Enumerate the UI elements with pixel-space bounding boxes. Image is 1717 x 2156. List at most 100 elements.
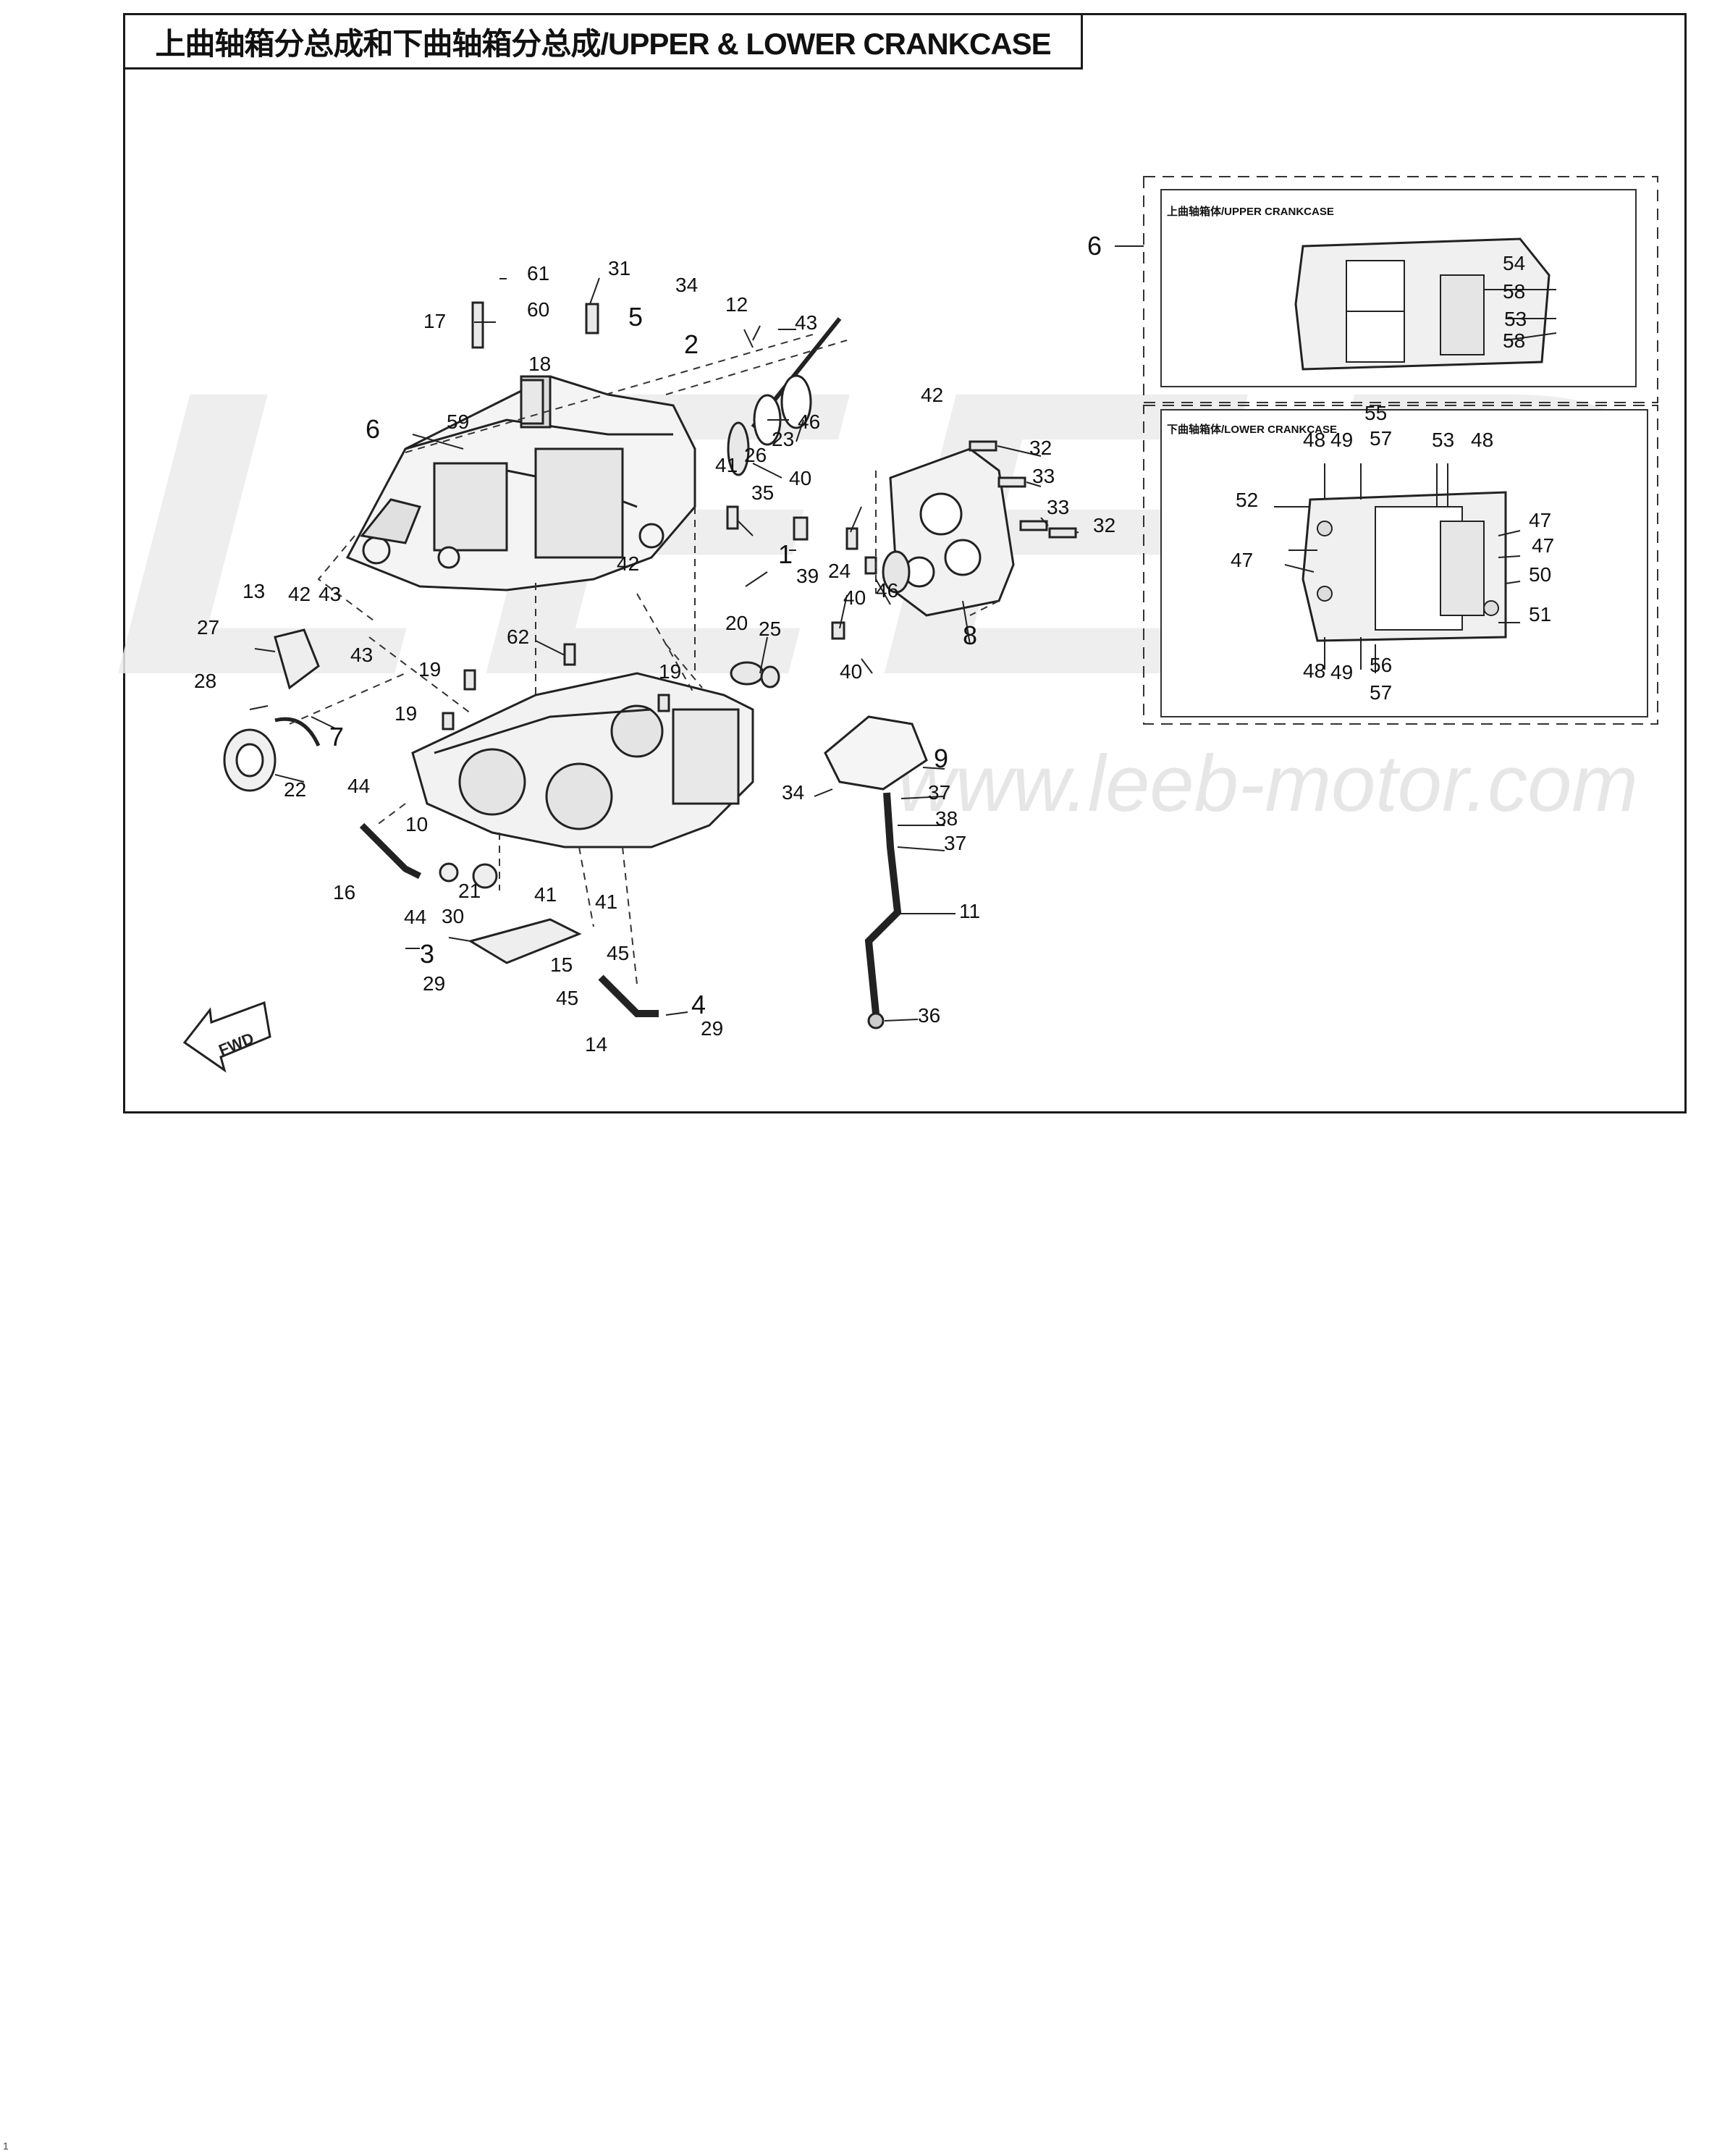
callout-41-2: 41 xyxy=(534,883,557,906)
callout-43: 43 xyxy=(318,583,341,605)
callout-19-2: 19 xyxy=(395,702,417,725)
callout-37-2: 37 xyxy=(944,832,966,854)
callout-12: 12 xyxy=(725,293,748,316)
callout-1: 1 xyxy=(778,539,793,569)
inset-upper-crankcase: 上曲轴箱体/UPPER CRANKCASE xyxy=(1115,176,1658,403)
callout-43-2: 43 xyxy=(795,311,817,334)
callout-35: 35 xyxy=(751,481,774,504)
callout-25: 25 xyxy=(759,618,781,640)
callout-36: 36 xyxy=(918,1004,940,1027)
callout-26: 26 xyxy=(744,444,767,466)
callout-3: 3 xyxy=(420,939,434,969)
callout-53: 53 xyxy=(1432,429,1454,451)
callout-50: 50 xyxy=(1529,563,1551,586)
callout-42-3: 42 xyxy=(617,552,639,575)
callout-41: 41 xyxy=(715,454,738,476)
callout-21: 21 xyxy=(458,880,481,902)
callout-5: 5 xyxy=(628,302,643,332)
callout-44-2: 44 xyxy=(404,906,426,928)
callout-47: 47 xyxy=(1529,509,1551,531)
callout-62: 62 xyxy=(507,626,529,648)
callout-45-2: 45 xyxy=(556,987,578,1009)
callout-29: 29 xyxy=(423,972,445,995)
callout-27: 27 xyxy=(197,616,219,639)
callout-10: 10 xyxy=(405,813,428,835)
callout-51: 51 xyxy=(1529,603,1551,626)
callout-57: 57 xyxy=(1370,427,1392,450)
callout-42-2: 42 xyxy=(288,583,311,605)
callout-49-2: 49 xyxy=(1330,661,1353,683)
sheet-number: 1 xyxy=(3,2140,9,2152)
callout-8: 8 xyxy=(963,620,977,650)
title-box: 上曲轴箱分总成和下曲轴箱分总成/UPPER & LOWER CRANKCASE xyxy=(123,13,1083,70)
callout-58-2: 58 xyxy=(1503,329,1525,352)
callout-6-2: 6 xyxy=(1087,231,1102,261)
callout-32-2: 32 xyxy=(1093,514,1115,536)
callout-17: 17 xyxy=(423,310,446,332)
callout-28: 28 xyxy=(194,670,216,692)
callout-49: 49 xyxy=(1330,429,1353,451)
callout-58: 58 xyxy=(1503,280,1525,303)
callout-43-3: 43 xyxy=(350,644,373,666)
callout-47-2: 47 xyxy=(1532,534,1554,557)
callout-23: 23 xyxy=(772,428,794,450)
end-cover-plate xyxy=(882,447,1015,617)
callout-40-2: 40 xyxy=(843,586,866,609)
lower-crankcase xyxy=(411,672,754,848)
callout-16: 16 xyxy=(333,881,355,904)
callout-6: 6 xyxy=(366,414,380,444)
callout-47-3: 47 xyxy=(1231,549,1253,571)
callout-57-2: 57 xyxy=(1370,681,1392,704)
callout-39: 39 xyxy=(796,565,819,587)
page-title: 上曲轴箱分总成和下曲轴箱分总成/UPPER & LOWER CRANKCASE xyxy=(155,26,1051,61)
oil-pipes-and-bracket xyxy=(359,822,659,1017)
callout-9: 9 xyxy=(934,744,948,773)
callout-13: 13 xyxy=(242,580,265,602)
callout-46: 46 xyxy=(798,410,820,433)
callout-48: 48 xyxy=(1303,429,1325,451)
inset-lower-title: 下曲轴箱体/LOWER CRANKCASE xyxy=(1167,423,1337,436)
callout-53-2: 53 xyxy=(1504,308,1527,330)
callout-52: 52 xyxy=(1236,489,1258,511)
callout-37: 37 xyxy=(928,781,950,804)
callout-29-2: 29 xyxy=(701,1017,723,1040)
callout-42: 42 xyxy=(921,384,943,406)
callout-54: 54 xyxy=(1503,252,1525,274)
callout-7: 7 xyxy=(329,722,344,751)
callout-40-3: 40 xyxy=(840,660,862,683)
callout-56: 56 xyxy=(1370,654,1392,676)
callout-33: 33 xyxy=(1032,465,1055,487)
callout-31: 31 xyxy=(608,257,630,279)
callout-22: 22 xyxy=(284,778,306,801)
callout-4: 4 xyxy=(691,990,706,1019)
leader-dashed-lines xyxy=(289,332,1000,985)
callout-15: 15 xyxy=(550,953,573,976)
watermark-url: www.leeb-motor.com xyxy=(898,739,1638,828)
callout-19-3: 19 xyxy=(659,660,681,683)
callout-44: 44 xyxy=(347,775,370,797)
fwd-arrow-icon: FWD xyxy=(182,1001,271,1073)
callout-11: 11 xyxy=(959,900,980,922)
callout-59: 59 xyxy=(447,410,469,433)
callout-numbers: 1234566789101112131415161718191919202122… xyxy=(194,231,1554,1056)
callout-41-3: 41 xyxy=(595,890,617,913)
callout-2: 2 xyxy=(684,329,699,359)
callout-20: 20 xyxy=(725,612,748,634)
leader-solid-lines xyxy=(249,277,1079,1022)
callout-61: 61 xyxy=(527,262,549,285)
callout-24: 24 xyxy=(828,560,851,582)
inset-lower-crankcase: 下曲轴箱体/LOWER CRANKCASE xyxy=(1143,405,1658,725)
callout-33-2: 33 xyxy=(1047,496,1069,518)
callout-38: 38 xyxy=(935,807,958,830)
oil-sump-cover xyxy=(824,715,928,1029)
callout-60: 60 xyxy=(527,298,549,321)
callout-46-2: 46 xyxy=(876,579,898,602)
callout-34-2: 34 xyxy=(782,781,804,804)
callout-48-2: 48 xyxy=(1471,429,1493,451)
callout-14: 14 xyxy=(585,1033,607,1056)
callout-45: 45 xyxy=(607,942,629,964)
callout-34: 34 xyxy=(675,274,698,296)
callout-18: 18 xyxy=(528,353,551,375)
